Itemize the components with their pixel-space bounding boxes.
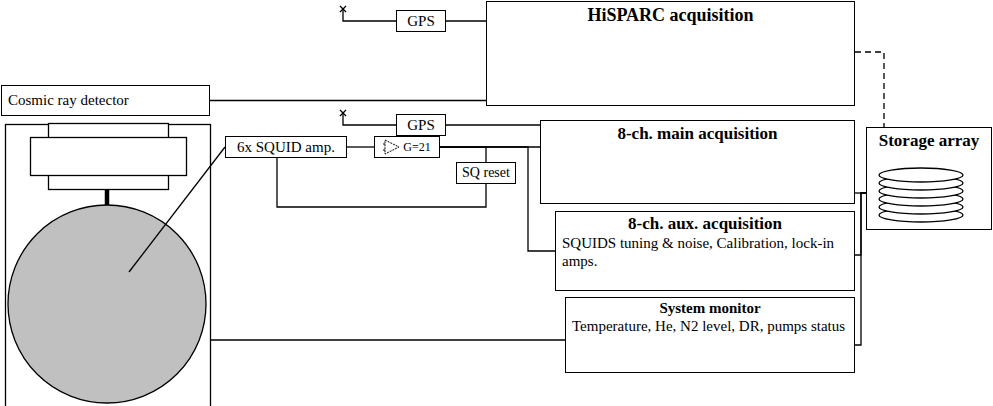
acquisition-box: 8-ch. aux. acquisitionSQUIDS tuning & no… (555, 211, 855, 291)
cryostat-housing (6, 125, 211, 406)
dashed-connector (855, 52, 884, 127)
wire-connector (210, 100, 486, 101)
monitor-wire (211, 339, 565, 340)
amplifier-box: 6x SQUID amp. (225, 136, 347, 158)
wire-connector (347, 147, 374, 148)
wire-connector (446, 125, 540, 126)
box-label: 8-ch. main acquisition (547, 124, 848, 144)
connector-line (440, 147, 486, 162)
box-label: Cosmic ray detector (8, 92, 129, 109)
box-label: SQ reset (462, 165, 510, 181)
gain-amplifier: G=21 (374, 136, 440, 158)
acquisition-box: 8-ch. main acquisition (540, 120, 855, 204)
connector-line (446, 124, 540, 125)
gps-box: GPS (396, 114, 446, 136)
acquisition-box: HiSPARC acquisition (486, 1, 855, 106)
wire-connector (277, 158, 486, 207)
antenna-wire (343, 113, 396, 125)
gps-box: GPS (396, 10, 446, 32)
suspension-rod (105, 190, 110, 205)
sphere-detector (8, 205, 206, 403)
antenna-symbol (340, 6, 346, 12)
connector-line (855, 52, 884, 127)
box-label: G=21 (403, 140, 430, 155)
connector-line (347, 146, 374, 147)
monitor-box: System monitorTemperature, He, N2 level,… (565, 297, 855, 373)
detector-box: Cosmic ray detector (1, 85, 210, 116)
connector-line (440, 147, 555, 251)
connector-line (277, 158, 486, 207)
wire-connector (440, 147, 486, 162)
amplifier-symbol (383, 139, 401, 155)
box-label: Storage array (873, 131, 985, 151)
amplifier-triangle (383, 140, 399, 154)
box-label: 8-ch. aux. acquisition (562, 214, 848, 234)
wire-connector (440, 147, 555, 251)
connector-line (446, 20, 486, 21)
box-label: 6x SQUID amp. (237, 139, 335, 156)
storage-box: Storage array (866, 127, 992, 230)
box-label: HiSPARC acquisition (493, 5, 848, 26)
box-label: GPS (407, 13, 435, 30)
wire-connector (446, 21, 486, 22)
box-description: Temperature, He, N2 level, DR, pumps sta… (572, 317, 848, 335)
wire-connector (855, 193, 866, 345)
antenna-wire (343, 9, 396, 21)
box-description: SQUIDS tuning & noise, Calibration, lock… (562, 234, 848, 270)
disk-stack (879, 168, 963, 222)
connector-line (855, 193, 866, 345)
box-label: System monitor (572, 300, 848, 317)
connector-line (210, 100, 486, 101)
sensor-wire (129, 147, 225, 272)
top-plate (31, 138, 187, 176)
reset-box: SQ reset (456, 162, 516, 184)
antenna-symbol (340, 110, 346, 116)
box-label: GPS (407, 117, 435, 134)
